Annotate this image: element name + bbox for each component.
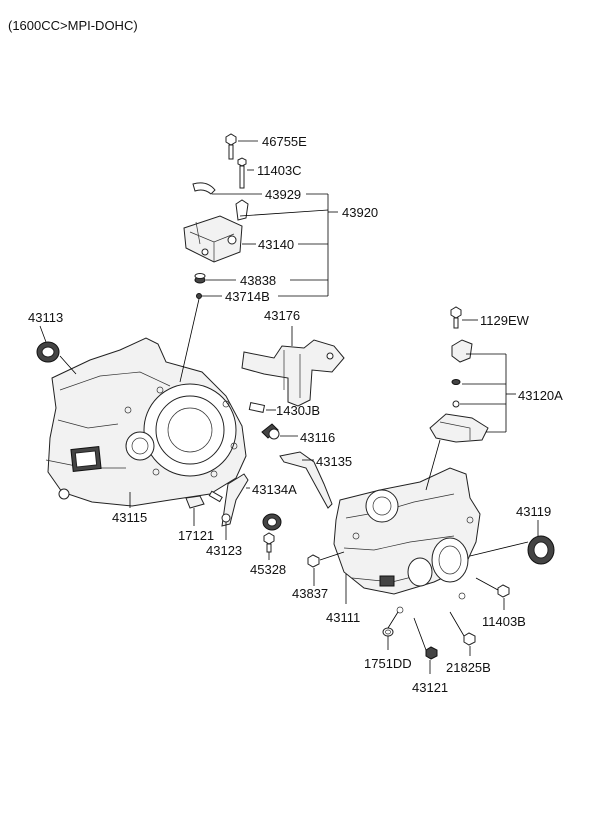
clip-17121-icon [185, 495, 205, 509]
pin-1430jb-icon [248, 402, 266, 413]
bolt-43123-icon [208, 490, 223, 503]
callout-46755e: 46755E [262, 134, 307, 149]
callout-43116: 43116 [300, 430, 335, 445]
oil-seal-43119-icon [527, 535, 555, 565]
callout-43135: 43135 [316, 454, 352, 469]
callout-43121: 43121 [412, 680, 448, 695]
callout-21825b: 21825B [446, 660, 491, 675]
clip-43929-icon [192, 182, 216, 195]
spring-43838-icon [194, 273, 206, 284]
callout-43111: 43111 [326, 610, 360, 625]
bracket-43176-icon [241, 339, 345, 407]
nut-21825b-icon [463, 632, 476, 646]
shift-lever-assembly [183, 133, 338, 299]
transmission-case-43111-icon [333, 467, 481, 614]
callout-43929: 43929 [265, 187, 301, 202]
washer-43116-icon [261, 423, 280, 440]
plug-43837-icon [307, 554, 320, 568]
bolt-1129ew-icon [450, 306, 462, 329]
lever-bracket-43140-icon [183, 199, 249, 263]
bolt-43121-icon [425, 646, 438, 660]
ball-43714b-icon [196, 293, 202, 299]
bolt-46755e-icon [225, 133, 237, 160]
gasket-1751dd-icon [382, 627, 394, 637]
bearing-43134a-icon [262, 513, 282, 531]
oil-seal-43113-icon [36, 341, 60, 363]
bolt-11403c-icon [237, 157, 247, 189]
callout-43119: 43119 [516, 504, 551, 519]
callout-1751dd: 1751DD [364, 656, 412, 671]
bolt-11403b-icon [497, 584, 510, 598]
callout-11403c: 11403C [257, 163, 302, 178]
callout-43140: 43140 [258, 237, 294, 252]
callout-43115: 43115 [112, 510, 147, 525]
engine-spec-header: (1600CC>MPI-DOHC) [8, 18, 138, 33]
bracket-43120a-icon [429, 339, 489, 443]
callout-43123: 43123 [206, 543, 242, 558]
callout-11403b: 11403B [482, 614, 526, 629]
release-lever-43134a-icon [221, 473, 249, 527]
clutch-housing-43115-icon [45, 337, 247, 507]
callout-43838: 43838 [240, 273, 276, 288]
callout-17121: 17121 [178, 528, 214, 543]
callout-43176: 43176 [264, 308, 300, 323]
callout-43120a: 43120A [518, 388, 563, 403]
callout-43920: 43920 [342, 205, 378, 220]
callout-43134a: 43134A [252, 482, 297, 497]
bolt-45328-icon [263, 532, 275, 553]
callout-1430jb: 1430JB [276, 403, 320, 418]
fork-43135-icon [279, 451, 333, 509]
callout-43837: 43837 [292, 586, 328, 601]
callout-43113: 43113 [28, 310, 63, 325]
callout-43714b: 43714B [225, 289, 270, 304]
callout-45328: 45328 [250, 562, 286, 577]
callout-1129ew: 1129EW [480, 313, 530, 328]
